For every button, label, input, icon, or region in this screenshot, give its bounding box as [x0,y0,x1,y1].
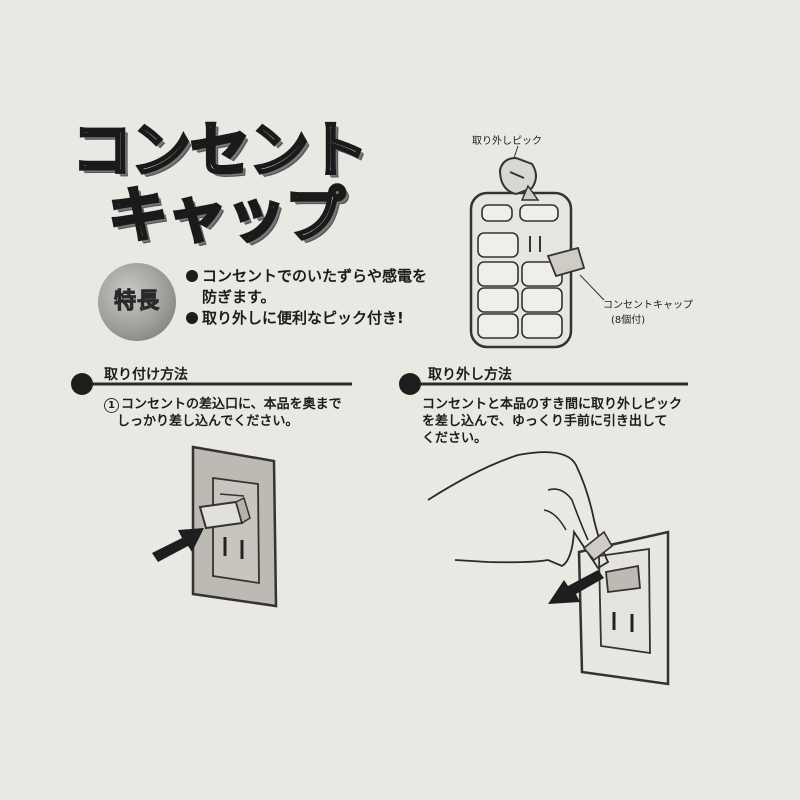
removal-heading: 取り外し方法 [428,367,512,383]
feature-item-1-line-1: コンセントでのいたずらや感電を [202,267,428,285]
features-badge [98,263,176,341]
install-step-line-2: しっかり差し込んでください。 [117,414,299,429]
removal-line-3: ください。 [422,431,488,446]
feature-item-1: コンセントでのいたずらや感電を [186,266,427,286]
cap-count-label: (8個付) [611,315,646,326]
removal-line-2: を差し込んで、ゆっくり手前に引き出して [422,414,668,429]
install-outlet-illustration [191,445,278,608]
pull-arrow-icon [548,570,604,604]
feature-item-2: 取り外しに便利なピック付き! [186,308,404,328]
bullet-icon [186,270,198,282]
feature-item-2-text: 取り外しに便利なピック付き! [202,309,404,327]
feature-item-1-line-2: 防ぎます。 [202,288,276,306]
removal-line-1: コンセントと本品のすき間に取り外しピック [422,397,683,412]
removal-pick-icon [498,156,540,201]
title-line-2: キャップ [107,181,347,251]
pick-label: 取り外しピック [472,136,542,147]
install-heading: 取り付け方法 [104,367,188,383]
bullet-icon [186,312,198,324]
insert-arrow-icon [152,528,204,562]
title-line-1: コンセント [71,116,370,186]
install-step-line-1: コンセントの差込口に、本品を奥まで [121,397,342,412]
cap-label: コンセントキャップ [603,300,693,311]
removal-outlet-illustration [577,530,670,686]
product-tray [469,145,605,349]
hand-holding-pick-illustration [427,451,614,570]
features-badge-label: 特長 [113,289,160,315]
step-number-icon: 1 [104,398,119,413]
